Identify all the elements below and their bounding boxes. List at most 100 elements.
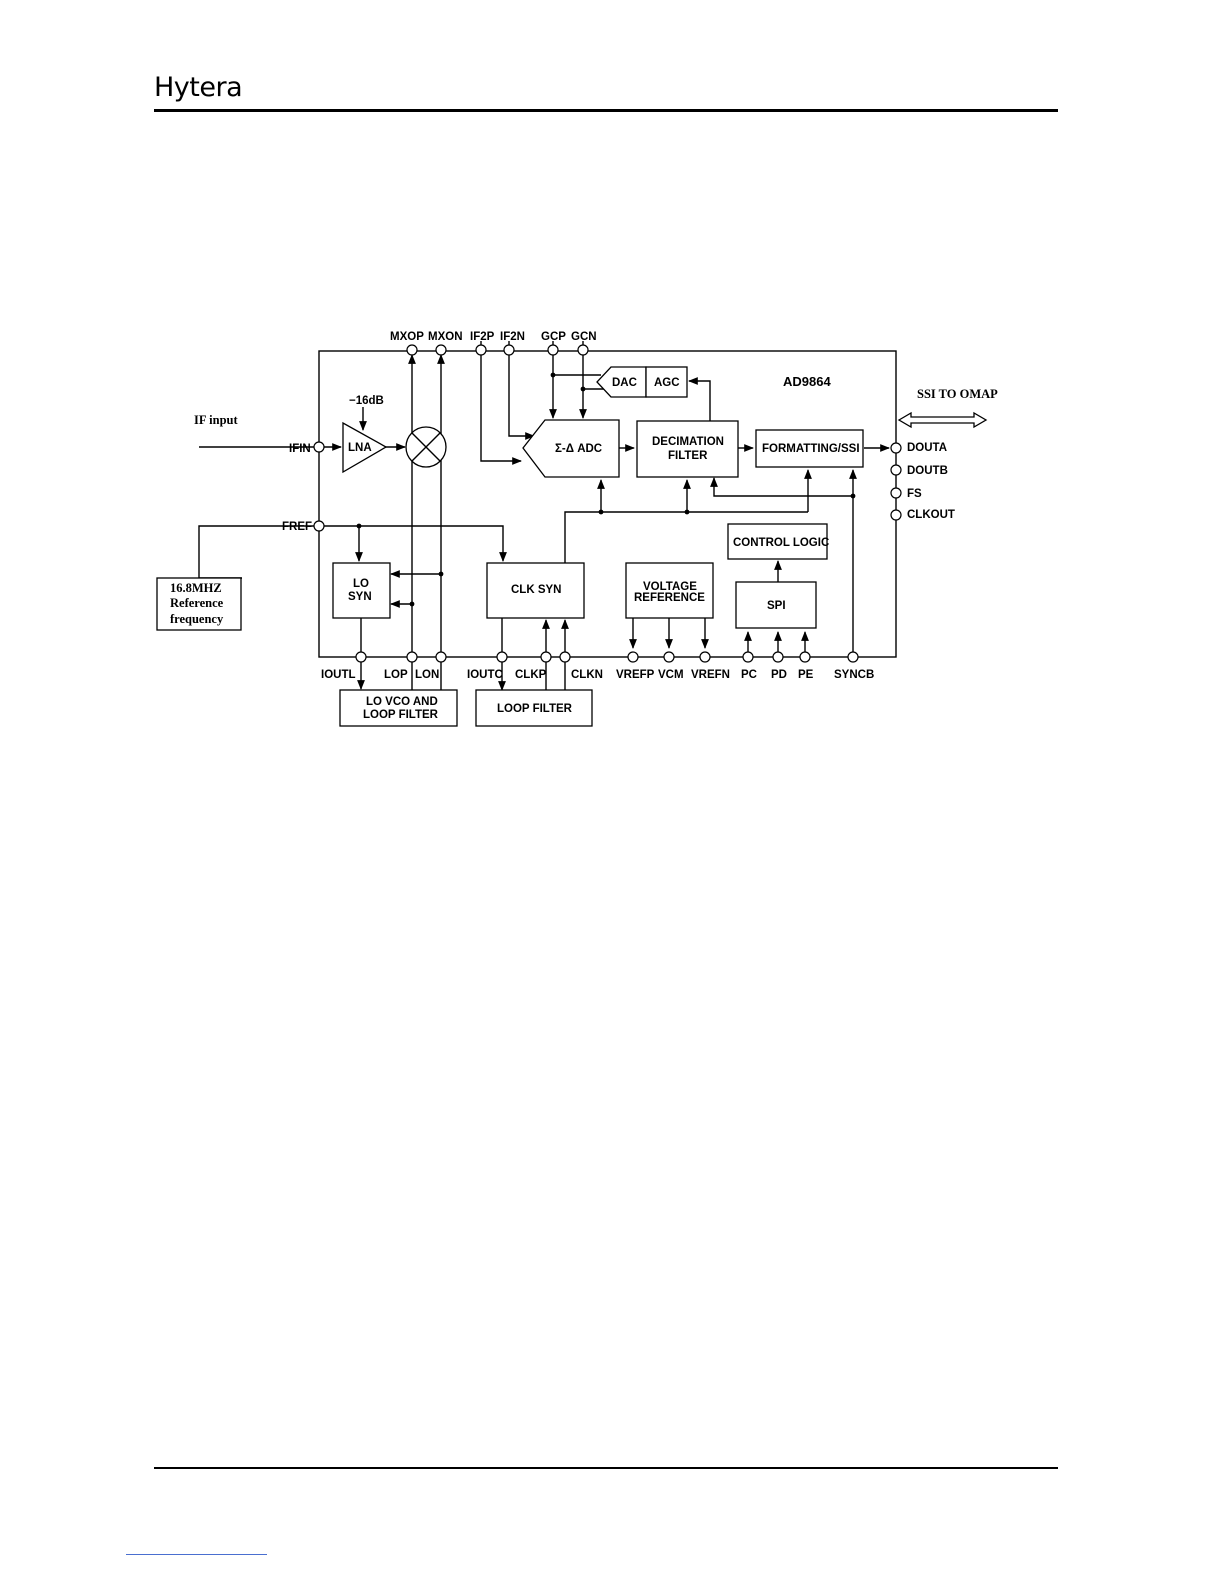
pin-label-if2n: IF2N <box>500 331 525 343</box>
lo-vco-label-2: LOOP FILTER <box>363 709 439 721</box>
pin-mxop <box>406 344 418 356</box>
pin-gcn <box>577 344 589 356</box>
pin-label-syncb: SYNCB <box>834 669 874 681</box>
pin-label-clkn: CLKN <box>571 669 603 681</box>
pin-vrefn <box>699 651 711 663</box>
pin-lop <box>406 651 418 663</box>
lo-vco-label-1: LO VCO AND <box>366 696 438 708</box>
lna-label: LNA <box>348 442 372 454</box>
pin-label-vrefp: VREFP <box>616 669 655 681</box>
if-input-label: IF input <box>194 413 238 427</box>
pin-label-mxon: MXON <box>428 331 463 343</box>
pin-label-pd: PD <box>771 669 787 681</box>
dac-label: DAC <box>612 377 637 389</box>
clk-syn-label: CLK SYN <box>511 584 561 596</box>
pin-label-clkp: CLKP <box>515 669 547 681</box>
adc-label: Σ-Δ ADC <box>555 443 602 455</box>
pin-vcm <box>663 651 675 663</box>
pin-label-gcn: GCN <box>571 331 597 343</box>
pin-lon <box>435 651 447 663</box>
ref-label-2: Reference <box>170 596 224 610</box>
pin-doutb <box>890 464 902 476</box>
adc-block <box>522 419 620 478</box>
pin-label-gcp: GCP <box>541 331 566 343</box>
lo-syn-block <box>332 562 391 619</box>
wire-clock <box>564 511 808 563</box>
pin-label-fref: FREF <box>282 521 312 533</box>
pin-label-ifin: IFIN <box>289 443 311 455</box>
voltage-label-1: VOLTAGE <box>643 581 697 593</box>
decimation-filter-block <box>636 420 739 478</box>
reference-frequency-block <box>156 577 242 631</box>
decimation-label-1: DECIMATION <box>652 436 724 448</box>
lna-block <box>342 421 388 474</box>
pin-pc <box>742 651 754 663</box>
pin-clkp <box>540 651 552 663</box>
pin-if2p <box>475 344 487 356</box>
footer-link-line <box>126 1554 267 1555</box>
pin-ioutc <box>496 651 508 663</box>
agc-label: AGC <box>654 377 680 389</box>
pin-label-ioutc: IOUTC <box>467 669 503 681</box>
pin-vrefp <box>627 651 639 663</box>
voltage-label-2: REFERENCE <box>634 592 705 604</box>
pin-label-ioutl: IOUTL <box>321 669 356 681</box>
pin-pe <box>799 651 811 663</box>
formatting-ssi-block <box>755 429 864 468</box>
header-rule <box>154 109 1058 112</box>
pin-label-clkout: CLKOUT <box>907 509 955 521</box>
decimation-label-2: FILTER <box>668 450 708 462</box>
pin-label-pc: PC <box>741 669 757 681</box>
gain-label: −16dB <box>349 395 384 407</box>
loop-filter-block <box>475 689 593 727</box>
lo-syn-label-1: LO <box>353 578 369 590</box>
formatting-label: FORMATTING/SSI <box>762 443 860 455</box>
lo-vco-block <box>339 689 458 727</box>
loop-filter-label: LOOP FILTER <box>497 703 573 715</box>
chip-name: AD9864 <box>783 374 831 389</box>
ref-label-3: frequency <box>170 612 224 626</box>
lo-syn-label-2: SYN <box>348 591 372 603</box>
pin-clkn <box>559 651 571 663</box>
pin-label-fs: FS <box>907 488 922 500</box>
pin-ifin <box>313 441 325 453</box>
pin-syncb <box>847 651 859 663</box>
clk-syn-block <box>486 562 585 619</box>
pin-label-lon: LON <box>415 669 439 681</box>
wire-if2p <box>480 341 522 465</box>
pin-gcp <box>547 344 559 356</box>
pin-clkout <box>890 509 902 521</box>
wire-fref <box>198 525 314 579</box>
pin-fref <box>313 520 325 532</box>
control-logic-label: CONTROL LOGIC <box>733 537 829 549</box>
wire-if2n <box>508 341 535 440</box>
mixer-icon <box>405 426 447 468</box>
brand-logo: Hytera <box>154 72 243 103</box>
agc-block <box>645 366 688 398</box>
pin-label-doutb: DOUTB <box>907 465 948 477</box>
pin-mxon <box>435 344 447 356</box>
pin-label-vcm: VCM <box>658 669 684 681</box>
pin-douta <box>890 442 902 454</box>
footer-rule <box>154 1467 1058 1469</box>
control-logic-block <box>727 523 828 560</box>
pin-pd <box>772 651 784 663</box>
pin-ioutl <box>355 651 367 663</box>
spi-label: SPI <box>767 600 786 612</box>
pin-fs <box>890 487 902 499</box>
dac-block <box>596 366 647 398</box>
pin-if2n <box>503 344 515 356</box>
ref-label-1: 16.8MHZ <box>170 581 222 595</box>
pin-label-lop: LOP <box>384 669 408 681</box>
ssi-label: SSI TO OMAP <box>917 387 998 401</box>
wire-agc-feedback <box>688 377 711 421</box>
voltage-reference-block <box>625 562 714 619</box>
spi-block <box>735 581 817 629</box>
chip-boundary <box>318 350 897 658</box>
pin-label-vrefn: VREFN <box>691 669 730 681</box>
pin-label-if2p: IF2P <box>470 331 495 343</box>
pin-label-mxop: MXOP <box>390 331 424 343</box>
ssi-bidirectional-arrow-icon <box>897 411 988 429</box>
pin-label-douta: DOUTA <box>907 442 947 454</box>
